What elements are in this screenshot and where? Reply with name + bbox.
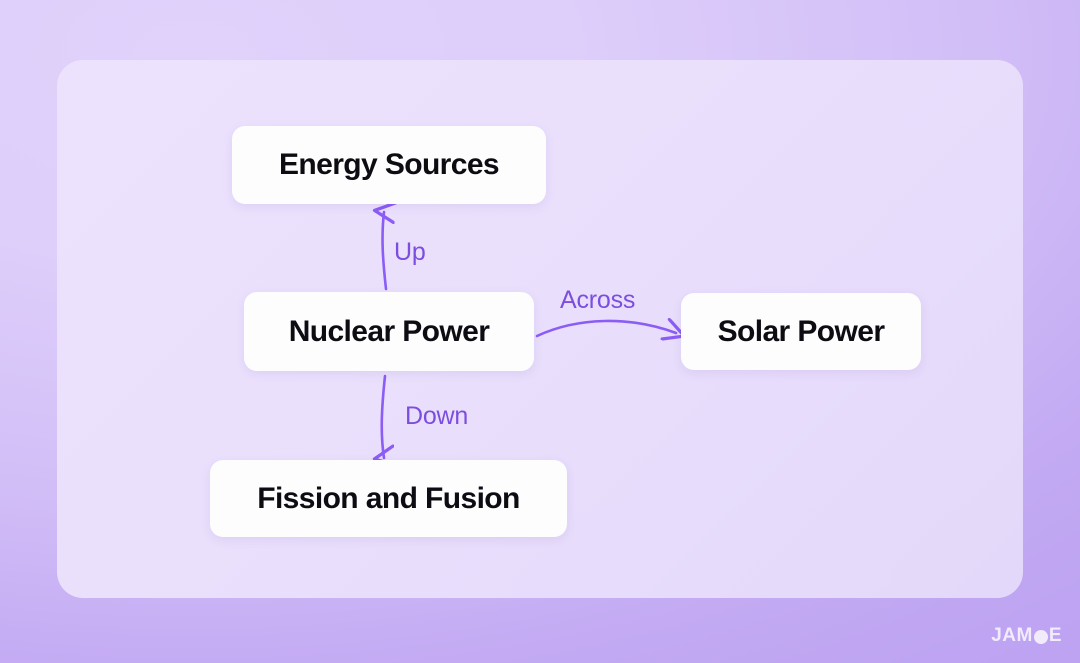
node-fission-fusion[interactable]: Fission and Fusion	[210, 460, 567, 537]
node-nuclear-power[interactable]: Nuclear Power	[244, 292, 534, 371]
edge-up-arrow	[383, 212, 386, 291]
watermark-dot-icon	[1033, 630, 1048, 644]
edge-label-across: Across	[560, 286, 636, 314]
node-energy-sources-label: Energy Sources	[278, 148, 500, 181]
edge-across-arrow	[535, 321, 676, 336]
edge-label-up: Up	[394, 238, 426, 266]
edge-label-down: Down	[405, 402, 469, 430]
node-solar-power[interactable]: Solar Power	[681, 293, 921, 370]
watermark-text-before: JAM	[991, 625, 1033, 646]
watermark-text-after: E	[1048, 625, 1062, 646]
watermark-jamoe: JAM E	[991, 625, 1062, 647]
node-fission-fusion-label: Fission and Fusion	[257, 481, 520, 515]
node-energy-sources[interactable]: Energy Sources	[232, 126, 546, 204]
edge-down-arrow	[382, 374, 385, 458]
node-nuclear-power-label: Nuclear Power	[288, 314, 490, 348]
node-solar-power-label: Solar Power	[717, 314, 885, 348]
